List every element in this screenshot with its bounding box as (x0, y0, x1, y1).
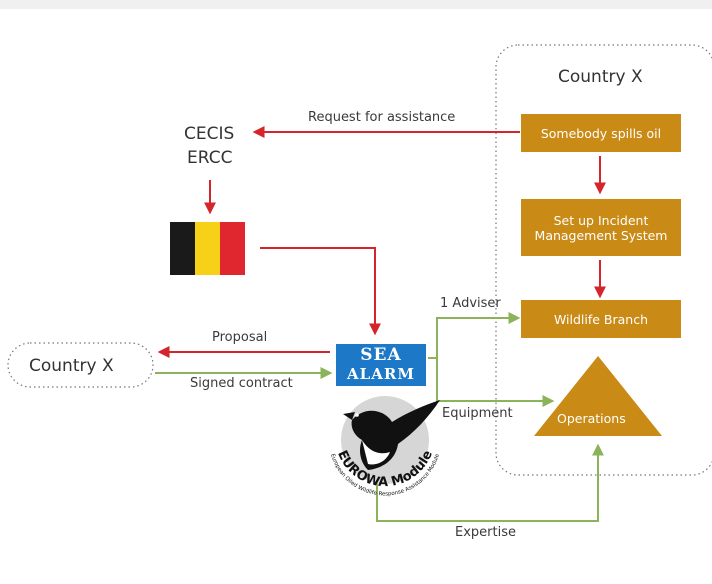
proposal-label: Proposal (212, 330, 268, 345)
spill-box: Somebody spills oil (521, 114, 681, 152)
flag-to-sea-alarm-arrow (260, 247, 381, 336)
country-x-region-label: Country X (558, 67, 643, 87)
ims-label-line1: Set up Incident (553, 212, 649, 228)
expertise-arrow (376, 443, 604, 522)
ims-label-line2: Management System (534, 227, 668, 243)
cecis-label: CECIS (184, 124, 235, 144)
adviser-arrow (428, 312, 521, 359)
top-bar (0, 0, 712, 9)
belgium-flag-icon (170, 222, 245, 275)
operations-label: Operations (557, 411, 626, 426)
country-x-left-label: Country X (29, 356, 114, 376)
wildlife-branch-label: Wildlife Branch (553, 311, 649, 327)
sea-alarm-logo: SEA ALARM (336, 344, 426, 386)
eurowa-bird-logo-icon: EUROWA Module European Oiled Wildlife Re… (329, 396, 441, 498)
country-x-left-pill (7, 342, 154, 388)
sea-alarm-line2: ALARM (347, 365, 415, 383)
adviser-label: 1 Adviser (440, 296, 501, 311)
spill-label: Somebody spills oil (540, 125, 662, 141)
signed-contract-label: Signed contract (190, 376, 293, 391)
equipment-arrow (436, 358, 555, 407)
country-x-region (495, 44, 712, 476)
wildlife-branch-box: Wildlife Branch (521, 300, 681, 338)
request-label: Request for assistance (308, 110, 456, 125)
sea-alarm-line1: SEA (360, 345, 402, 365)
ercc-label: ERCC (187, 148, 233, 168)
expertise-label: Expertise (455, 525, 516, 540)
operations-triangle (534, 356, 662, 436)
equipment-label: Equipment (442, 406, 513, 421)
ims-box: Set up Incident Management System (521, 199, 681, 256)
